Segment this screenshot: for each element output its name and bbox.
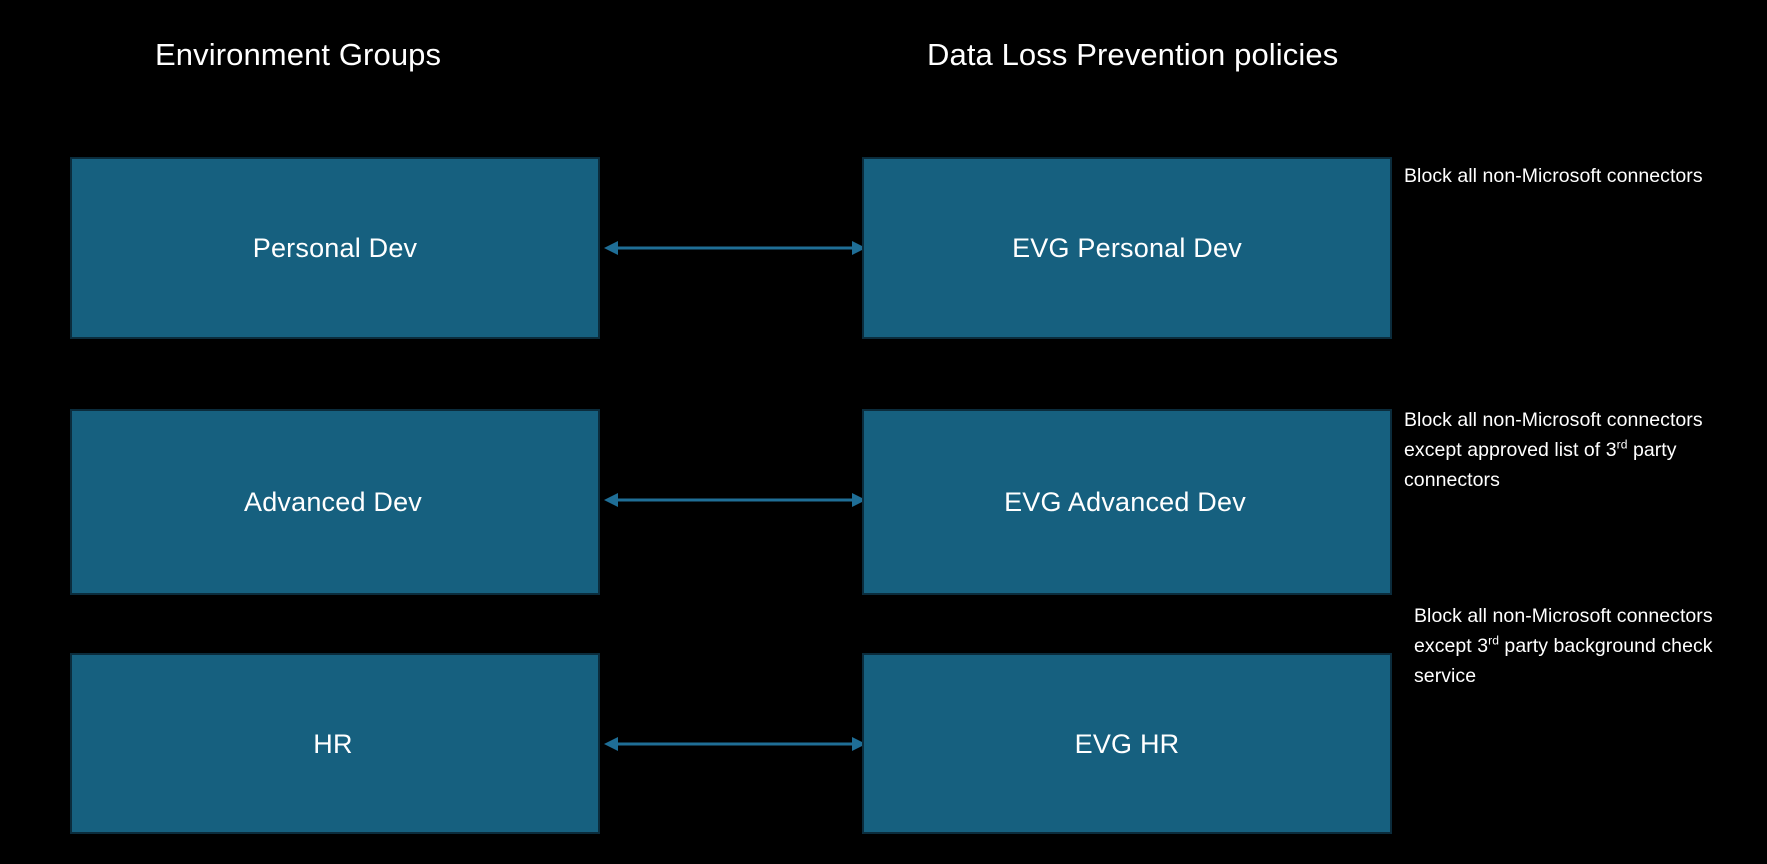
double-headed-arrow-icon: [604, 493, 866, 507]
dlp-policy-label: EVG HR: [1074, 728, 1180, 759]
connector-arrow-row-3: [604, 733, 866, 755]
connector-arrow-row-2: [604, 489, 866, 511]
double-headed-arrow-icon: [604, 737, 866, 751]
column-heading-environment-groups: Environment Groups: [155, 37, 442, 72]
environment-group-label: Personal Dev: [252, 233, 418, 263]
annotation-row-1: Block all non-Microsoft connectors: [1404, 161, 1754, 191]
annotation-text-tail: party connectors: [1404, 439, 1677, 491]
annotation-text: Block all non-Microsoft connectors excep…: [1414, 605, 1713, 657]
environment-group-label: HR: [313, 728, 353, 759]
dlp-policy-box-evg-hr[interactable]: EVG HR: [862, 653, 1392, 834]
annotation-row-3: Block all non-Microsoft connectors excep…: [1414, 601, 1754, 691]
annotation-text: Block all non-Microsoft connectors excep…: [1404, 409, 1703, 461]
environment-group-label: Advanced Dev: [243, 487, 422, 517]
environment-group-box-advanced-dev[interactable]: Advanced Dev: [70, 409, 600, 595]
dlp-policy-label: EVG Personal Dev: [1012, 233, 1242, 263]
dlp-policy-label: EVG Advanced Dev: [1004, 487, 1246, 517]
connector-arrow-row-1: [604, 237, 866, 259]
annotation-ordinal-suffix: rd: [1488, 633, 1499, 648]
dlp-policy-box-evg-advanced-dev[interactable]: EVG Advanced Dev: [862, 409, 1392, 595]
annotation-ordinal-suffix: rd: [1616, 437, 1628, 452]
column-heading-dlp-policies: Data Loss Prevention policies: [927, 37, 1339, 72]
dlp-policy-box-evg-personal-dev[interactable]: EVG Personal Dev: [862, 157, 1392, 339]
annotation-text-tail: party background check service: [1414, 635, 1713, 687]
environment-group-box-personal-dev[interactable]: Personal Dev: [70, 157, 600, 339]
double-headed-arrow-icon: [604, 241, 866, 255]
annotation-row-2: Block all non-Microsoft connectors excep…: [1404, 405, 1754, 495]
environment-group-box-hr[interactable]: HR: [70, 653, 600, 834]
annotation-text: Block all non-Microsoft connectors: [1404, 165, 1703, 187]
